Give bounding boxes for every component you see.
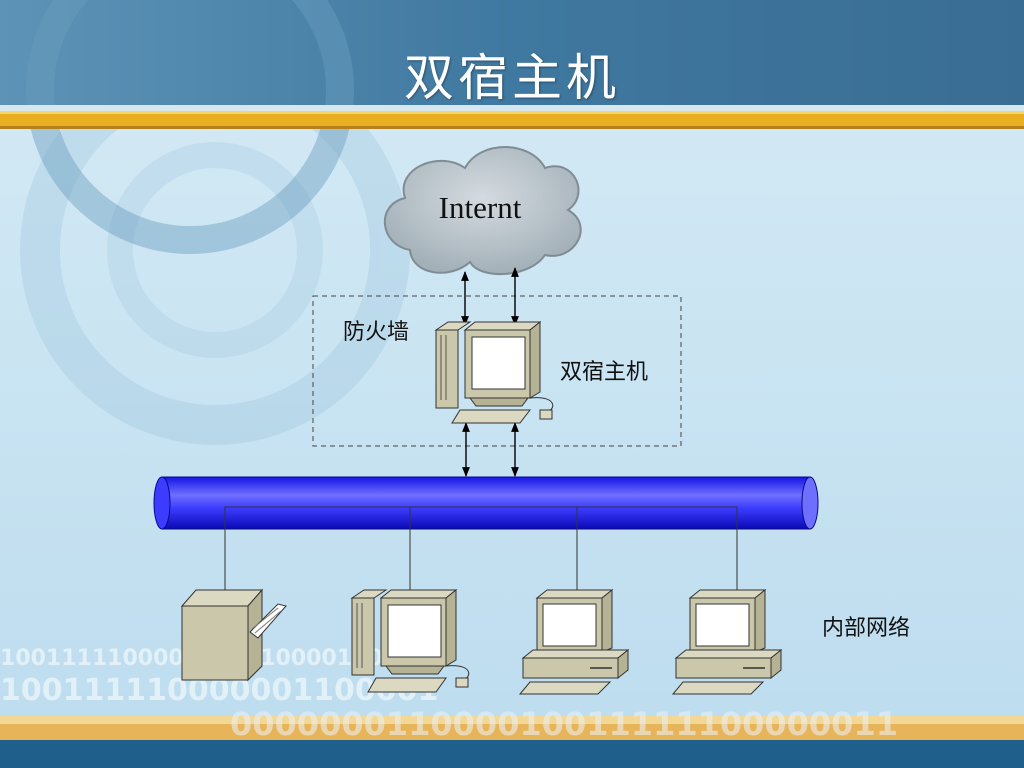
footer-blue-band: [0, 740, 1024, 768]
binary-row-3: 000000011000010011111100000011: [230, 705, 898, 743]
firewall-boundary: [312, 295, 682, 447]
dual-homed-host-icon: [434, 320, 554, 424]
workstation-desktop-icon-2: [671, 588, 783, 695]
workstation-tower-icon: [350, 588, 470, 693]
printer-icon: [180, 588, 287, 682]
host-label: 双宿主机: [560, 360, 649, 385]
gold-band: [0, 114, 1024, 126]
internal-network-label: 内部网络: [822, 616, 911, 641]
slide-title: 双宿主机: [404, 49, 620, 107]
cloud-label: Internt: [438, 190, 522, 225]
drop-line-outer: [224, 506, 738, 593]
internet-cloud: [383, 146, 582, 275]
footer-gold-band: [0, 724, 1024, 740]
header-band: [0, 0, 1024, 105]
workstation-desktop-icon-1: [518, 588, 630, 695]
network-bus: [153, 476, 819, 530]
firewall-label: 防火墙: [343, 320, 410, 345]
